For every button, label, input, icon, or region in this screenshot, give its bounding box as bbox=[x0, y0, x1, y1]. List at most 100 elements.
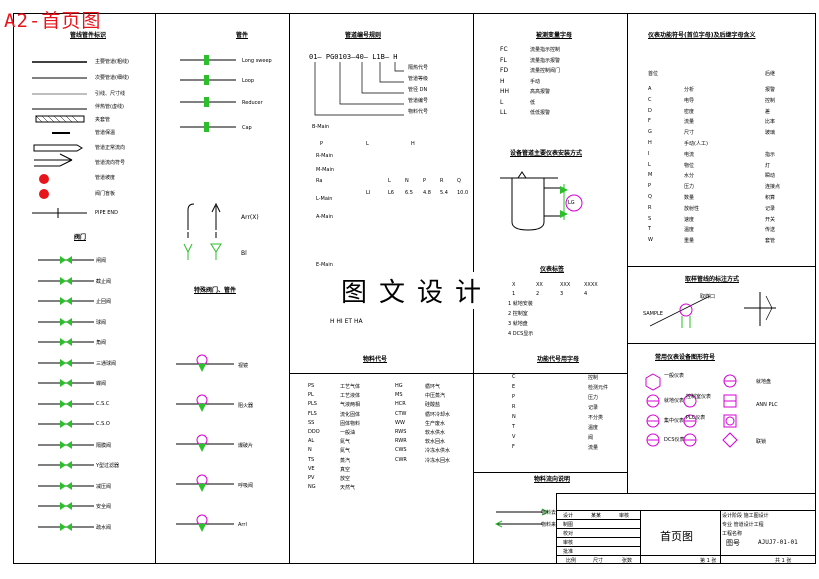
scheme-label: 一般仪表 bbox=[664, 373, 685, 379]
function-first-meaning: 压力 bbox=[684, 184, 695, 191]
valve-icon bbox=[38, 338, 94, 346]
title-block-bottom: 尺寸 bbox=[593, 558, 604, 564]
valve-icon bbox=[38, 420, 94, 428]
function-letter: R bbox=[648, 204, 652, 211]
title-block-bottom: 比例 bbox=[566, 558, 577, 564]
title-block-bottom: 共 1 张 bbox=[775, 558, 792, 564]
material-name: 真空 bbox=[340, 466, 351, 473]
valve-icon bbox=[38, 256, 94, 264]
scheme-label: DCS仪表 bbox=[664, 437, 685, 443]
valve-icon bbox=[38, 399, 94, 408]
legend-value: 3 bbox=[560, 291, 564, 297]
scheme-label: PLC仪表 bbox=[686, 415, 706, 421]
sample-diagram bbox=[649, 292, 776, 328]
grade-letter: P bbox=[423, 178, 427, 184]
pipe-symbol-label: PIPE END bbox=[95, 210, 119, 216]
title-block-bottom: 第 1 张 bbox=[700, 558, 717, 564]
material-name: 生产废水 bbox=[425, 420, 446, 427]
col3-note-b: B-Main bbox=[312, 124, 330, 130]
pipe-symbol-label: 阀门盲板 bbox=[95, 191, 116, 197]
col3-r-main: R-Main bbox=[316, 153, 334, 159]
material-code: FLS bbox=[308, 410, 317, 417]
sample-point-label: 取样口 bbox=[700, 294, 716, 300]
fitting-icon bbox=[180, 75, 236, 85]
variable-letter: FC bbox=[500, 46, 508, 53]
variable-letter: FD bbox=[500, 67, 509, 74]
scheme-label: 就地仪表 bbox=[664, 398, 685, 404]
material-code: HCR bbox=[395, 401, 406, 408]
sheet-title: A2-首页图 bbox=[4, 10, 102, 32]
mode-meaning: 记录 bbox=[588, 405, 599, 411]
material-name: 一般油 bbox=[340, 430, 356, 436]
function-next-meaning: 传送 bbox=[765, 227, 776, 234]
scheme-header: 常用仪表设备图形符号 bbox=[655, 354, 716, 361]
fitting-label: Loop bbox=[242, 78, 254, 84]
valve-label: 球阀 bbox=[96, 319, 107, 326]
pipe-symbol-label: 夹套管 bbox=[95, 117, 111, 123]
function-next-meaning: 差 bbox=[765, 108, 771, 115]
tb-grid-line bbox=[556, 528, 640, 529]
scheme-label: 控制室仪表 bbox=[686, 394, 712, 400]
valve-label: 隔膜阀 bbox=[96, 442, 112, 449]
special-fitting-icon bbox=[176, 474, 234, 492]
mode-letter: V bbox=[512, 434, 516, 440]
flow-header: 物料流向说明 bbox=[534, 476, 571, 483]
grade-value: 10.0 bbox=[457, 190, 469, 196]
valve-icon bbox=[38, 502, 94, 510]
material-name: 硅酸盐 bbox=[425, 402, 441, 409]
col3-m-main: M-Main bbox=[316, 167, 335, 173]
pipe-symbol-label: 引线、尺寸线 bbox=[95, 91, 126, 97]
col3-line-e: E-Main bbox=[316, 262, 333, 268]
valve-icon bbox=[38, 358, 94, 367]
mode-letter: T bbox=[512, 424, 516, 430]
function-next-meaning: 记录 bbox=[765, 205, 776, 212]
material-name: 天然气 bbox=[340, 485, 356, 492]
function-letter: P bbox=[648, 183, 652, 190]
material-code: DDO bbox=[308, 429, 320, 435]
function-next-meaning: 指示 bbox=[765, 151, 776, 158]
special-fitting-icon bbox=[176, 354, 234, 372]
material-code: PLS bbox=[308, 401, 317, 408]
function-first-meaning: 水分 bbox=[684, 173, 695, 180]
sample-label: SAMPLE bbox=[643, 311, 663, 317]
frame-left bbox=[13, 13, 14, 564]
variable-meaning: 流量控制阀门 bbox=[530, 68, 561, 74]
valve-icon bbox=[38, 440, 94, 449]
tb-grid-line bbox=[556, 555, 640, 556]
function-letter: A bbox=[648, 86, 652, 92]
material-name: 冷冻水供水 bbox=[425, 448, 451, 455]
material-name: 氮气 bbox=[340, 439, 351, 446]
function-letter: G bbox=[648, 129, 652, 136]
col3-h: H bbox=[411, 141, 415, 147]
mode-meaning: 温度 bbox=[588, 425, 599, 431]
function-letter: Q bbox=[648, 194, 652, 200]
grade-value: L6 bbox=[388, 190, 394, 196]
pipe-symbol-label: 次要管道(细线) bbox=[95, 75, 129, 81]
variable-meaning: 流量指示报警 bbox=[530, 57, 561, 64]
title-block-cell: 设计 bbox=[563, 513, 574, 519]
fitting-icon bbox=[180, 55, 236, 65]
variable-meaning: 低低报警 bbox=[530, 110, 551, 116]
legend-header: 仪表标签 bbox=[540, 266, 565, 273]
col5-head-first: 首位 bbox=[648, 71, 659, 77]
variable-letter: LL bbox=[500, 109, 507, 116]
col3-header: 管道编号规则 bbox=[345, 32, 382, 39]
legend-col: X bbox=[512, 282, 516, 288]
fitting-icon bbox=[180, 97, 236, 107]
valve-label: 疏水阀 bbox=[96, 524, 112, 531]
function-first-meaning: 电流 bbox=[684, 151, 695, 158]
special-fitting-label: 视镜 bbox=[238, 363, 249, 369]
divider-col4-low bbox=[473, 472, 627, 473]
title-block-right: 专业 管道设计工程 bbox=[722, 522, 764, 528]
divider-col5-b bbox=[627, 343, 815, 344]
variable-meaning: 低 bbox=[530, 99, 536, 106]
material-code: NG bbox=[308, 484, 316, 491]
col2-header: 管件 bbox=[236, 32, 249, 39]
pipe-code-leaders bbox=[314, 62, 404, 116]
mode-letter: F bbox=[512, 444, 515, 450]
arrow-symbols bbox=[183, 202, 222, 260]
material-name: 循环气 bbox=[425, 384, 441, 390]
function-next-meaning: 积算 bbox=[765, 195, 776, 201]
variable-letter: H bbox=[500, 77, 505, 85]
material-name: 循环冷却水 bbox=[425, 411, 451, 418]
